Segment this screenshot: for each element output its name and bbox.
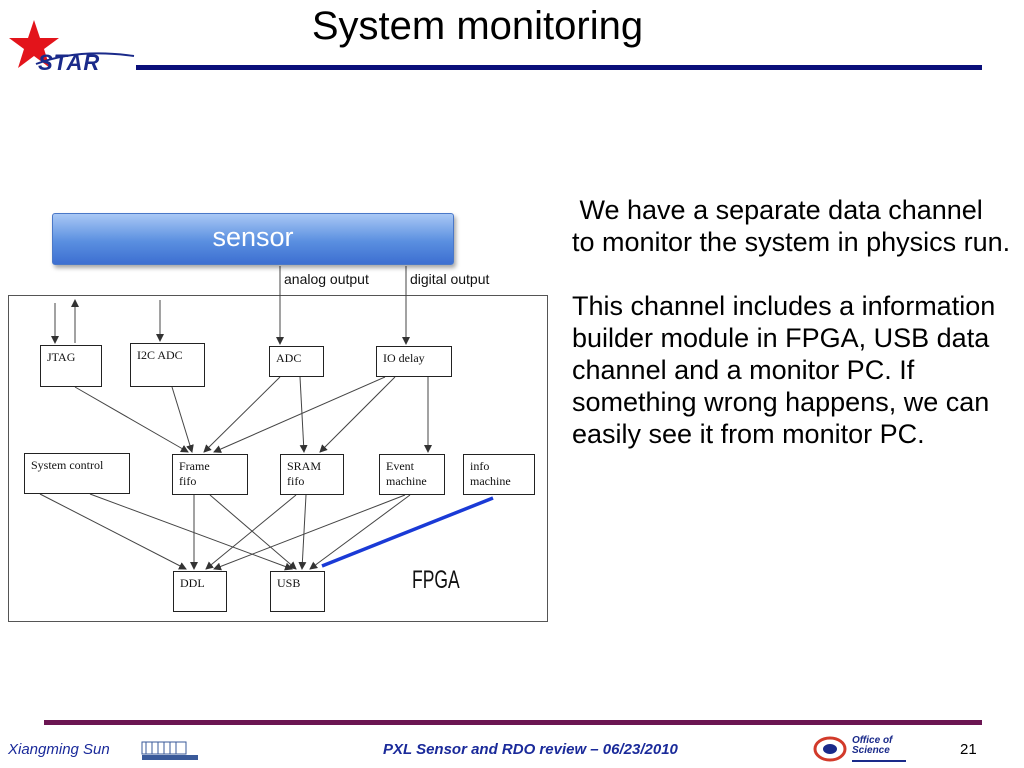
ddl-block: DDL (173, 571, 227, 612)
sensor-block: sensor (52, 213, 454, 265)
frame-fifo-block: Frame fifo (172, 454, 248, 495)
jtag-block: JTAG (40, 345, 102, 387)
doe-text-line-1: Office of (852, 735, 893, 746)
info-machine-line-2: machine (470, 474, 511, 488)
digital-output-label: digital output (410, 271, 490, 287)
doe-text: Office of Science (852, 736, 892, 756)
doe-text-line-2: Science (852, 745, 890, 756)
body-text: We have a separate data channel to monit… (572, 194, 1012, 450)
sram-fifo-line-1: SRAM (287, 459, 322, 473)
info-machine-line-1: info (470, 459, 490, 473)
footer-author: Xiangming Sun (8, 741, 110, 758)
info-machine-block: info machine (463, 454, 535, 495)
i2c-adc-block: I2C ADC (130, 343, 205, 387)
frame-fifo-line-1: Frame (179, 459, 210, 473)
doe-office-of-science-logo (813, 736, 906, 762)
system-control-block: System control (24, 453, 130, 494)
star-logo (9, 20, 135, 68)
usb-block: USB (270, 571, 325, 612)
page-number: 21 (960, 741, 977, 758)
sram-fifo-block: SRAM fifo (280, 454, 344, 495)
body-paragraph-1: We have a separate data channel to monit… (572, 195, 1011, 257)
event-machine-line-2: machine (386, 474, 427, 488)
footer-conference: PXL Sensor and RDO review – 06/23/2010 (383, 741, 678, 758)
slide-title: System monitoring (311, 4, 644, 48)
event-machine-line-1: Event (386, 459, 414, 473)
event-machine-block: Event machine (379, 454, 445, 495)
title-rule (136, 65, 982, 70)
adc-block: ADC (269, 346, 324, 377)
star-logo-text: STAR (38, 50, 101, 75)
lab-logo (141, 741, 198, 760)
io-delay-block: IO delay (376, 346, 452, 377)
frame-fifo-line-2: fifo (179, 474, 197, 488)
fpga-label: FPGA (412, 566, 460, 594)
sram-fifo-line-2: fifo (287, 474, 305, 488)
analog-output-label: analog output (284, 271, 369, 287)
body-paragraph-2: This channel includes a information buil… (572, 291, 996, 449)
footer-rule (44, 720, 982, 725)
